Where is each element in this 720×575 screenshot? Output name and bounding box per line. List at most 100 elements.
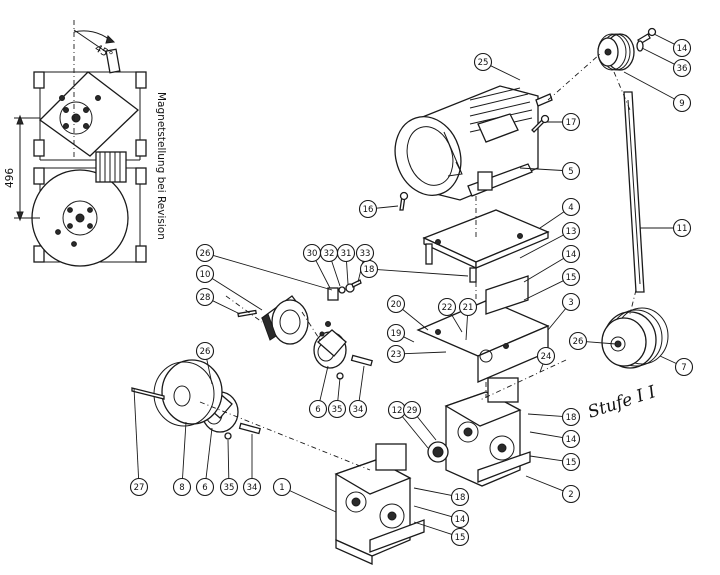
callout-circle xyxy=(358,199,378,219)
callout-number: 16 xyxy=(363,205,374,215)
callout-9: 9 xyxy=(672,93,692,113)
callout-leader-14b xyxy=(523,258,564,283)
callout-circle xyxy=(386,294,406,314)
callout-number: 20 xyxy=(391,300,402,310)
callout-number: 28 xyxy=(200,293,211,303)
callout-5: 5 xyxy=(561,161,581,181)
callout-circle xyxy=(195,341,215,361)
callout-leader-6a xyxy=(319,365,329,401)
callout-circle xyxy=(437,297,457,317)
callout-11: 11 xyxy=(672,218,692,238)
callout-number: 15 xyxy=(455,533,466,543)
callout-leader-9 xyxy=(623,71,675,100)
callout-leader-15c xyxy=(413,521,453,535)
callout-circle xyxy=(355,243,375,263)
callout-number: 4 xyxy=(568,203,573,213)
coupling-hub-upper xyxy=(313,329,373,380)
callout-number: 18 xyxy=(566,413,577,423)
callout-number: 6 xyxy=(202,483,207,493)
callout-14b: 14 xyxy=(561,244,581,264)
callout-number: 12 xyxy=(392,406,403,416)
callout-number: 17 xyxy=(566,118,577,128)
callout-leader-36 xyxy=(641,47,675,65)
callout-circle xyxy=(129,477,149,497)
inset-magnet-position-view: 45° 496 Magnetstellung bei Revision xyxy=(4,20,167,267)
callout-25: 25 xyxy=(473,52,493,72)
callout-number: 10 xyxy=(200,270,211,280)
callout-36: 36 xyxy=(672,58,692,78)
callout-leader-22 xyxy=(451,314,463,333)
callout-leader-14d xyxy=(413,505,452,518)
callout-29: 29 xyxy=(402,400,422,420)
callout-number: 31 xyxy=(341,249,352,259)
upper-pulley xyxy=(597,27,657,71)
callout-circle xyxy=(402,400,422,420)
callout-20: 20 xyxy=(386,294,406,314)
callout-circle xyxy=(561,161,581,181)
callout-26a: 26 xyxy=(568,331,588,351)
callout-circle xyxy=(561,292,581,312)
magnetic-coupling xyxy=(237,295,309,345)
sensor-fittings xyxy=(325,279,362,327)
callout-circle xyxy=(272,477,292,497)
callout-19: 19 xyxy=(386,323,406,343)
callout-leader-5 xyxy=(519,167,563,171)
callout-number: 26 xyxy=(573,337,584,347)
callout-number: 22 xyxy=(442,303,453,313)
callout-number: 34 xyxy=(247,483,258,493)
callout-leader-20 xyxy=(402,309,429,331)
callout-22: 22 xyxy=(437,297,457,317)
callout-27: 27 xyxy=(129,477,149,497)
callout-leader-14a xyxy=(653,33,675,45)
callout-circle xyxy=(561,221,581,241)
dimension-label: 496 xyxy=(4,168,16,188)
callout-number: 6 xyxy=(315,405,320,415)
callout-6a: 6 xyxy=(308,399,328,419)
stage-label: Stufe I I xyxy=(585,382,658,423)
callout-32: 32 xyxy=(319,243,339,263)
callout-8: 8 xyxy=(172,477,192,497)
callout-26c: 26 xyxy=(195,341,215,361)
callout-number: 34 xyxy=(353,405,364,415)
callout-number: 25 xyxy=(478,58,489,68)
callout-leader-30 xyxy=(315,260,331,289)
callout-leader-7 xyxy=(659,355,677,364)
callout-number: 21 xyxy=(463,303,474,313)
gearbox-lower xyxy=(334,443,425,566)
callout-number: 32 xyxy=(324,249,335,259)
callout-number: 30 xyxy=(307,249,318,259)
callout-circle xyxy=(672,58,692,78)
drive-belt xyxy=(623,91,645,293)
callout-circle xyxy=(242,477,262,497)
callout-number: 14 xyxy=(677,44,688,54)
callout-14d: 14 xyxy=(450,509,470,529)
callout-leader-1 xyxy=(289,490,337,513)
callout-35b: 35 xyxy=(219,477,239,497)
callout-4: 4 xyxy=(561,197,581,217)
callout-leader-24 xyxy=(539,363,544,373)
callout-leader-34a xyxy=(358,365,365,401)
callout-15c: 15 xyxy=(450,527,470,547)
callout-circle xyxy=(308,399,328,419)
callout-1: 1 xyxy=(272,477,292,497)
callout-leader-12 xyxy=(402,416,429,449)
callout-number: 9 xyxy=(679,99,684,109)
callout-leaders xyxy=(133,33,677,535)
callout-circle xyxy=(348,399,368,419)
callout-26b: 26 xyxy=(195,243,215,263)
callout-14c: 14 xyxy=(561,429,581,449)
callout-15a: 15 xyxy=(561,267,581,287)
callout-35a: 35 xyxy=(327,399,347,419)
motor-base-plate xyxy=(422,209,550,283)
callout-34a: 34 xyxy=(348,399,368,419)
callout-leader-3 xyxy=(547,308,566,331)
callout-leader-18c xyxy=(413,487,452,496)
callout-circle xyxy=(195,477,215,497)
callout-31: 31 xyxy=(336,243,356,263)
callout-circle xyxy=(327,399,347,419)
callout-circle xyxy=(568,331,588,351)
callout-leader-16 xyxy=(376,205,399,209)
callout-circle xyxy=(672,93,692,113)
callout-circle xyxy=(561,197,581,217)
